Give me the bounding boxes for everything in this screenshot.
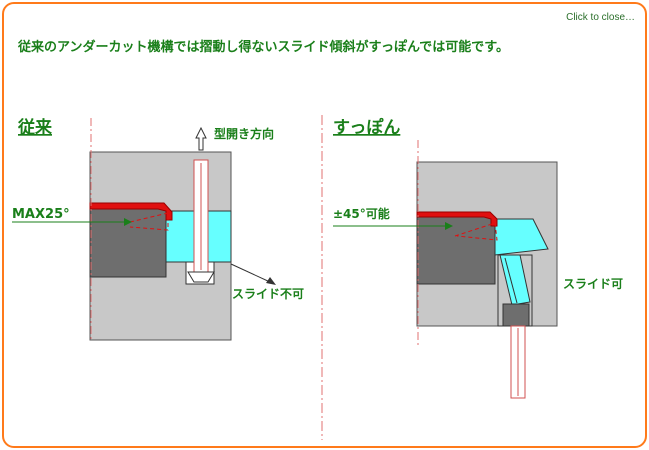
left-product bbox=[89, 202, 173, 221]
left-angle-arrowhead bbox=[124, 218, 132, 226]
right-angle-arrowhead bbox=[445, 222, 453, 230]
left-slide-arrowhead bbox=[266, 277, 276, 285]
right-slide-label: スライド可 bbox=[563, 277, 623, 291]
left-slide-label: スライド不可 bbox=[232, 287, 304, 301]
right-title: すっぽん bbox=[333, 117, 400, 138]
right-product bbox=[416, 211, 498, 227]
heading-text: 従来のアンダーカット機構では摺動し得ないスライド傾斜がすっぽんでは可能です。 bbox=[18, 40, 510, 55]
left-angle-label: MAX25° bbox=[12, 207, 70, 222]
mold-open-label: 型開き方向 bbox=[214, 126, 274, 141]
left-pin-head bbox=[187, 271, 215, 283]
left-core bbox=[89, 207, 167, 278]
right-slide bbox=[494, 218, 549, 256]
right-pin-holder bbox=[502, 303, 530, 327]
close-link[interactable]: Click to close… bbox=[566, 12, 635, 23]
left-slide-arrow bbox=[230, 263, 271, 283]
right-incline-line bbox=[504, 257, 518, 304]
right-incline-dash bbox=[454, 222, 498, 241]
right-core bbox=[416, 216, 496, 285]
mold-open-arrow bbox=[195, 126, 207, 151]
right-angle-label: ±45°可能 bbox=[333, 206, 390, 221]
left-title: 従来 bbox=[17, 117, 53, 138]
